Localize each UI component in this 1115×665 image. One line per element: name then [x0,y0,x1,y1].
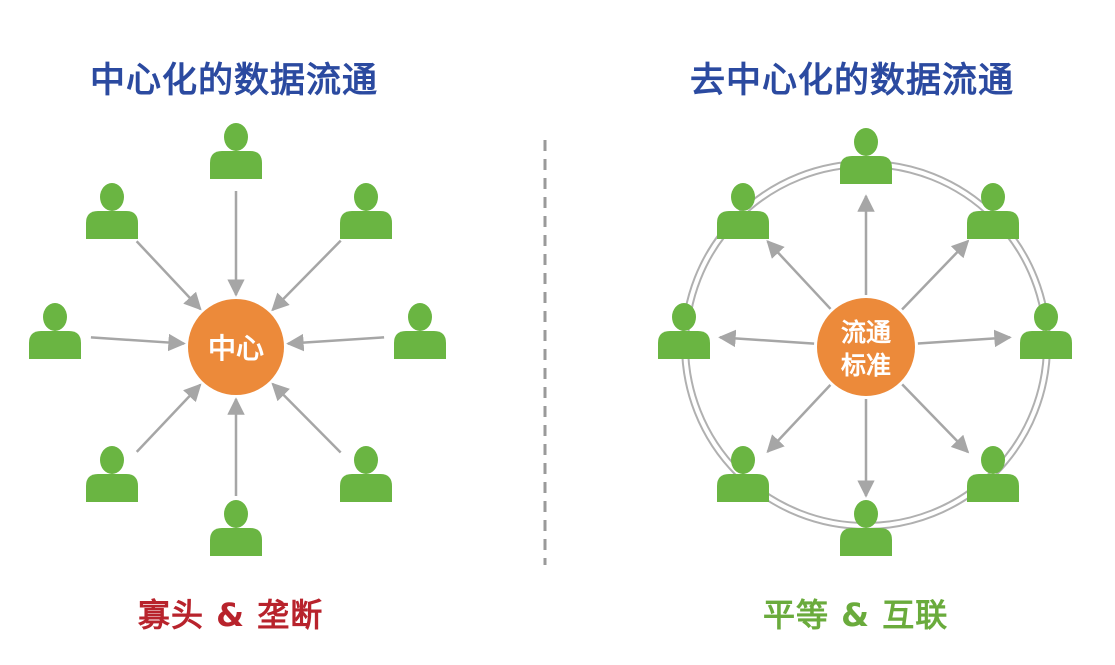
inward-arrow [271,382,342,454]
standard-hub-label-line1: 流通 [841,318,891,347]
outward-arrow [901,239,970,311]
participant-node [967,183,1019,239]
participant-node [394,303,446,359]
participant-node [29,303,81,359]
left-edges [90,191,385,496]
inward-arrow [286,333,385,352]
outward-arrow [766,384,832,454]
outward-arrow [718,329,815,348]
left-caption: 寡头 & 垄断 [138,596,324,634]
standard-hub: 流通 标准 [817,298,915,396]
participant-node [86,183,138,239]
right-diagram-title: 去中心化的数据流通 [690,61,1015,101]
participant-node [210,500,262,556]
participant-node [340,446,392,502]
inward-arrow [271,239,342,312]
participant-node [717,183,769,239]
outward-arrow [917,329,1012,348]
participant-node [840,128,892,184]
participant-node [658,303,710,359]
inward-arrow [90,333,186,352]
right-caption: 平等 & 互联 [763,596,949,634]
participant-node [210,123,262,179]
standard-hub-label-line2: 标准 [841,351,891,380]
left-diagram-title: 中心化的数据流通 [90,61,379,101]
right-edges [718,194,1012,498]
participant-node [86,446,138,502]
participant-node [967,446,1019,502]
participant-node [717,446,769,502]
inward-arrow [135,240,202,311]
participant-node [840,500,892,556]
outward-arrow [901,383,970,454]
right-nodes [658,128,1072,556]
central-hub: 中心 [188,299,284,395]
participant-node [340,183,392,239]
inward-arrow [135,383,202,453]
central-hub-label: 中心 [208,332,264,365]
outward-arrow [766,240,832,310]
left-nodes [29,123,446,556]
participant-node [1020,303,1072,359]
